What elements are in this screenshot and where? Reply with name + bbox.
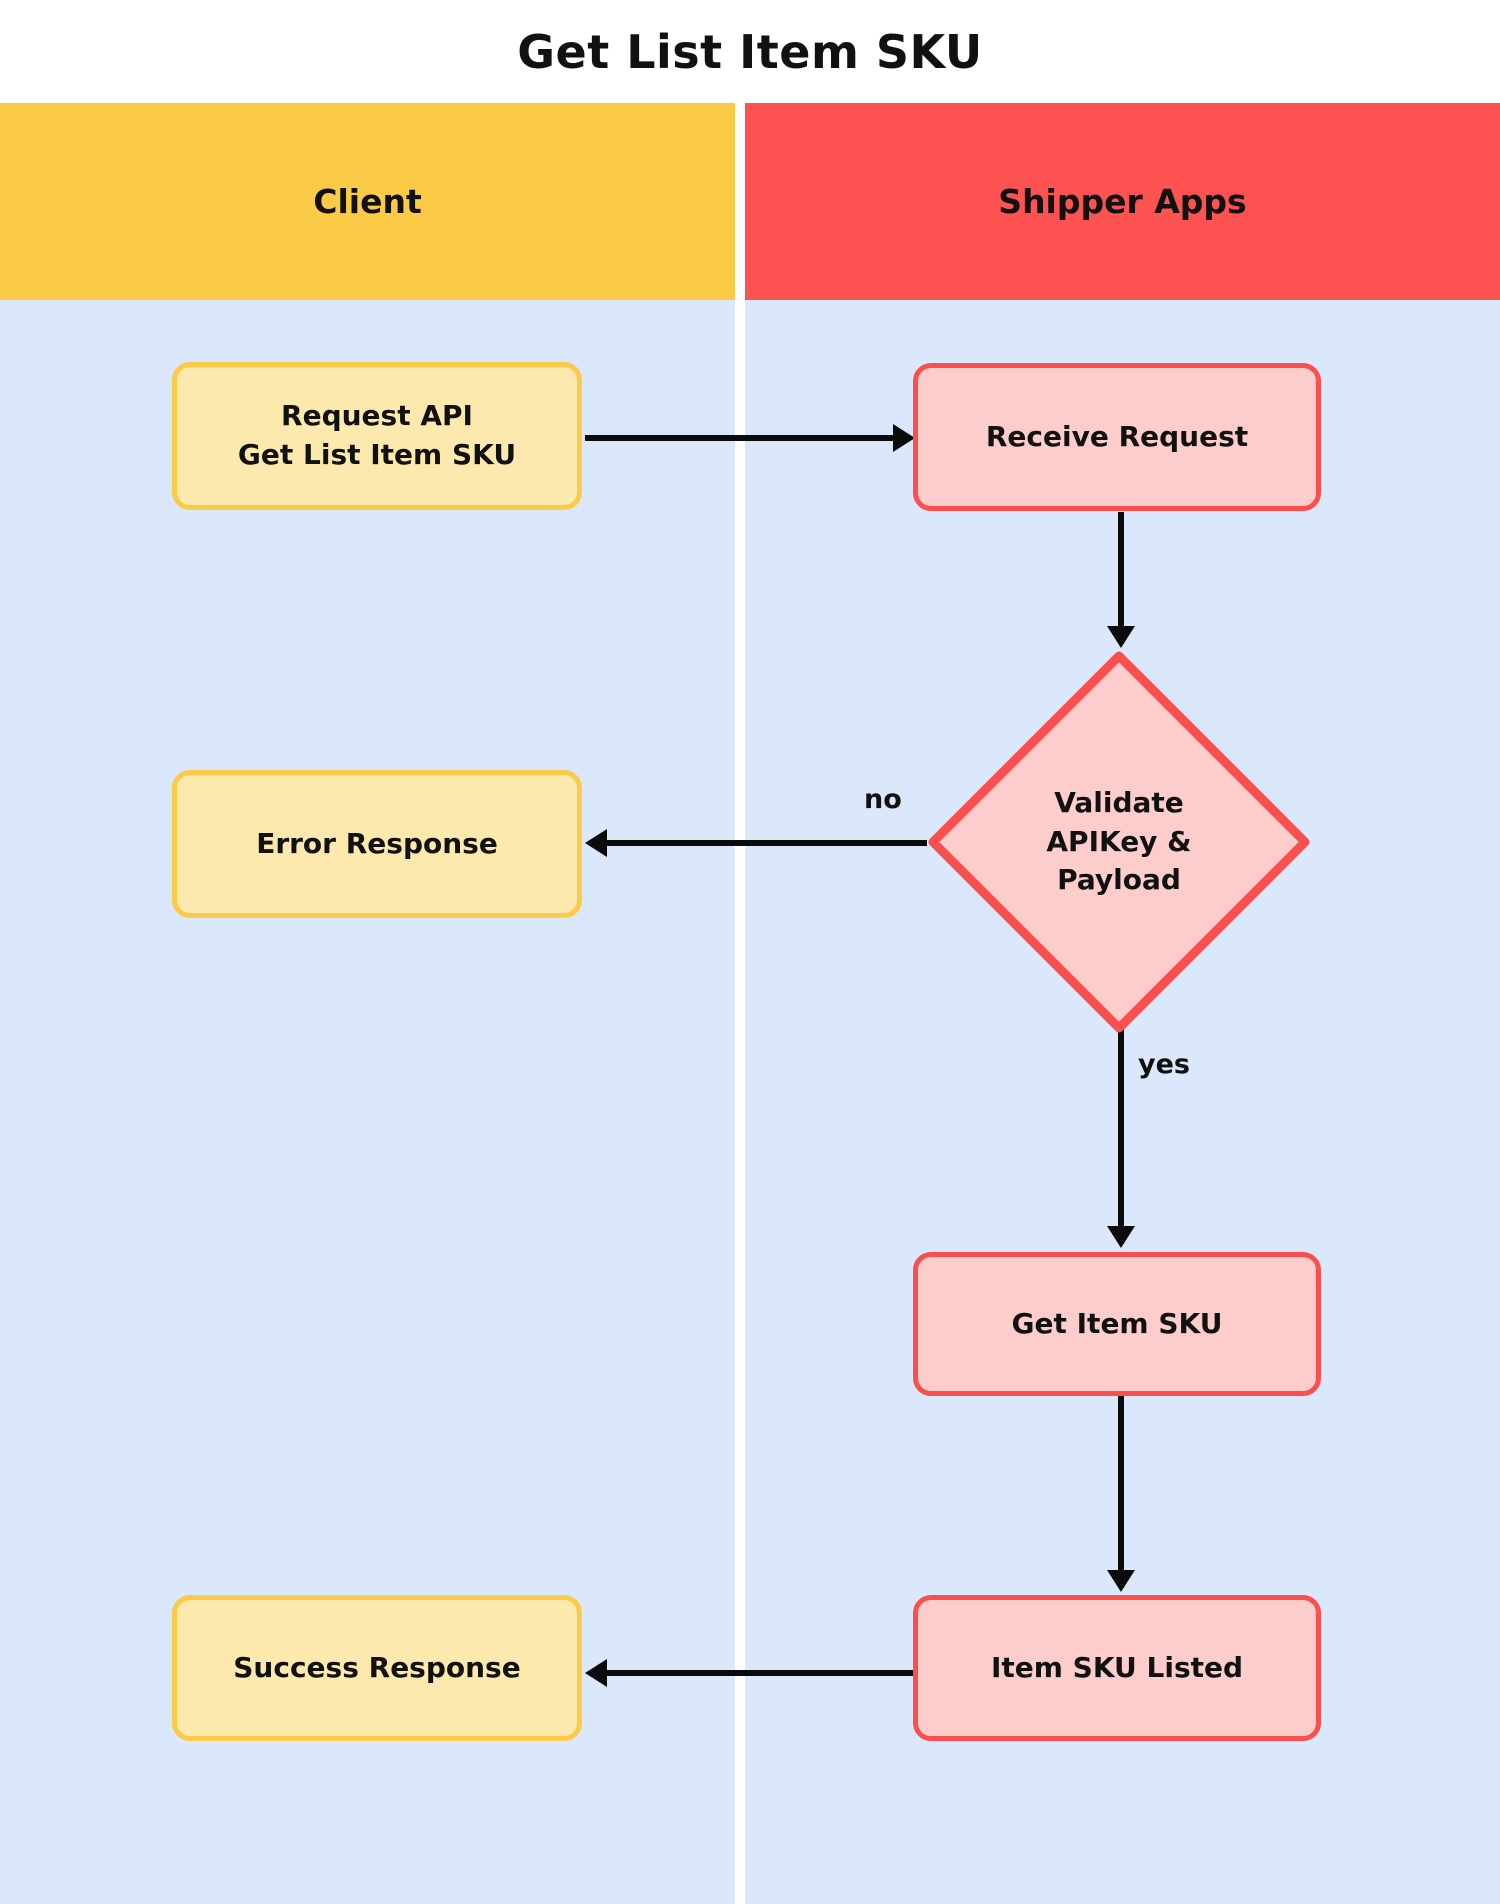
node-success-response[interactable]: Success Response [172,1595,582,1741]
edge-getitem-to-listed-arrowhead [1107,1570,1135,1592]
edge-receive-to-validate-line [1118,512,1124,630]
lane-header-client-label: Client [313,182,422,221]
edge-validate-to-error-arrowhead [585,829,607,857]
edge-listed-to-success-arrowhead [585,1659,607,1687]
edge-label-yes: yes [1138,1049,1190,1080]
node-success-response-label: Success Response [233,1650,521,1684]
node-request-api[interactable]: Request API Get List Item SKU [172,362,582,510]
page-title: Get List Item SKU [0,0,1500,103]
lane-header-client: Client [0,103,735,300]
edge-label-no: no [864,784,902,815]
edge-listed-to-success-line [605,1670,915,1676]
node-validate-decision[interactable]: Validate APIKey & Payload [925,648,1313,1036]
lane-header-shipper: Shipper Apps [745,103,1500,300]
node-get-item-sku[interactable]: Get Item SKU [913,1252,1321,1396]
node-validate-label: Validate APIKey & Payload [1046,786,1192,897]
node-request-api-label: Request API Get List Item SKU [238,397,516,474]
lane-header-shipper-label: Shipper Apps [998,182,1247,221]
edge-validate-to-getitem-line [1118,1028,1124,1230]
edge-validate-to-error-line [605,840,927,846]
edge-getitem-to-listed-line [1118,1395,1124,1577]
node-item-sku-listed[interactable]: Item SKU Listed [913,1595,1321,1741]
lane-divider [735,103,745,1904]
node-receive-request[interactable]: Receive Request [913,363,1321,511]
diamond-shape-icon [928,651,1310,1033]
edge-receive-to-validate-arrowhead [1107,626,1135,648]
node-error-response-label: Error Response [256,826,498,860]
edge-request-to-receive-line [585,435,895,441]
edge-request-to-receive-arrowhead [893,424,915,452]
edge-validate-to-getitem-arrowhead [1107,1226,1135,1248]
node-request-api-line1: Request API [281,399,473,433]
node-receive-request-label: Receive Request [985,419,1249,453]
node-item-sku-listed-label: Item SKU Listed [990,1650,1244,1684]
node-error-response[interactable]: Error Response [172,770,582,918]
node-get-item-sku-label: Get Item SKU [1011,1306,1223,1340]
node-request-api-line2: Get List Item SKU [237,438,517,471]
